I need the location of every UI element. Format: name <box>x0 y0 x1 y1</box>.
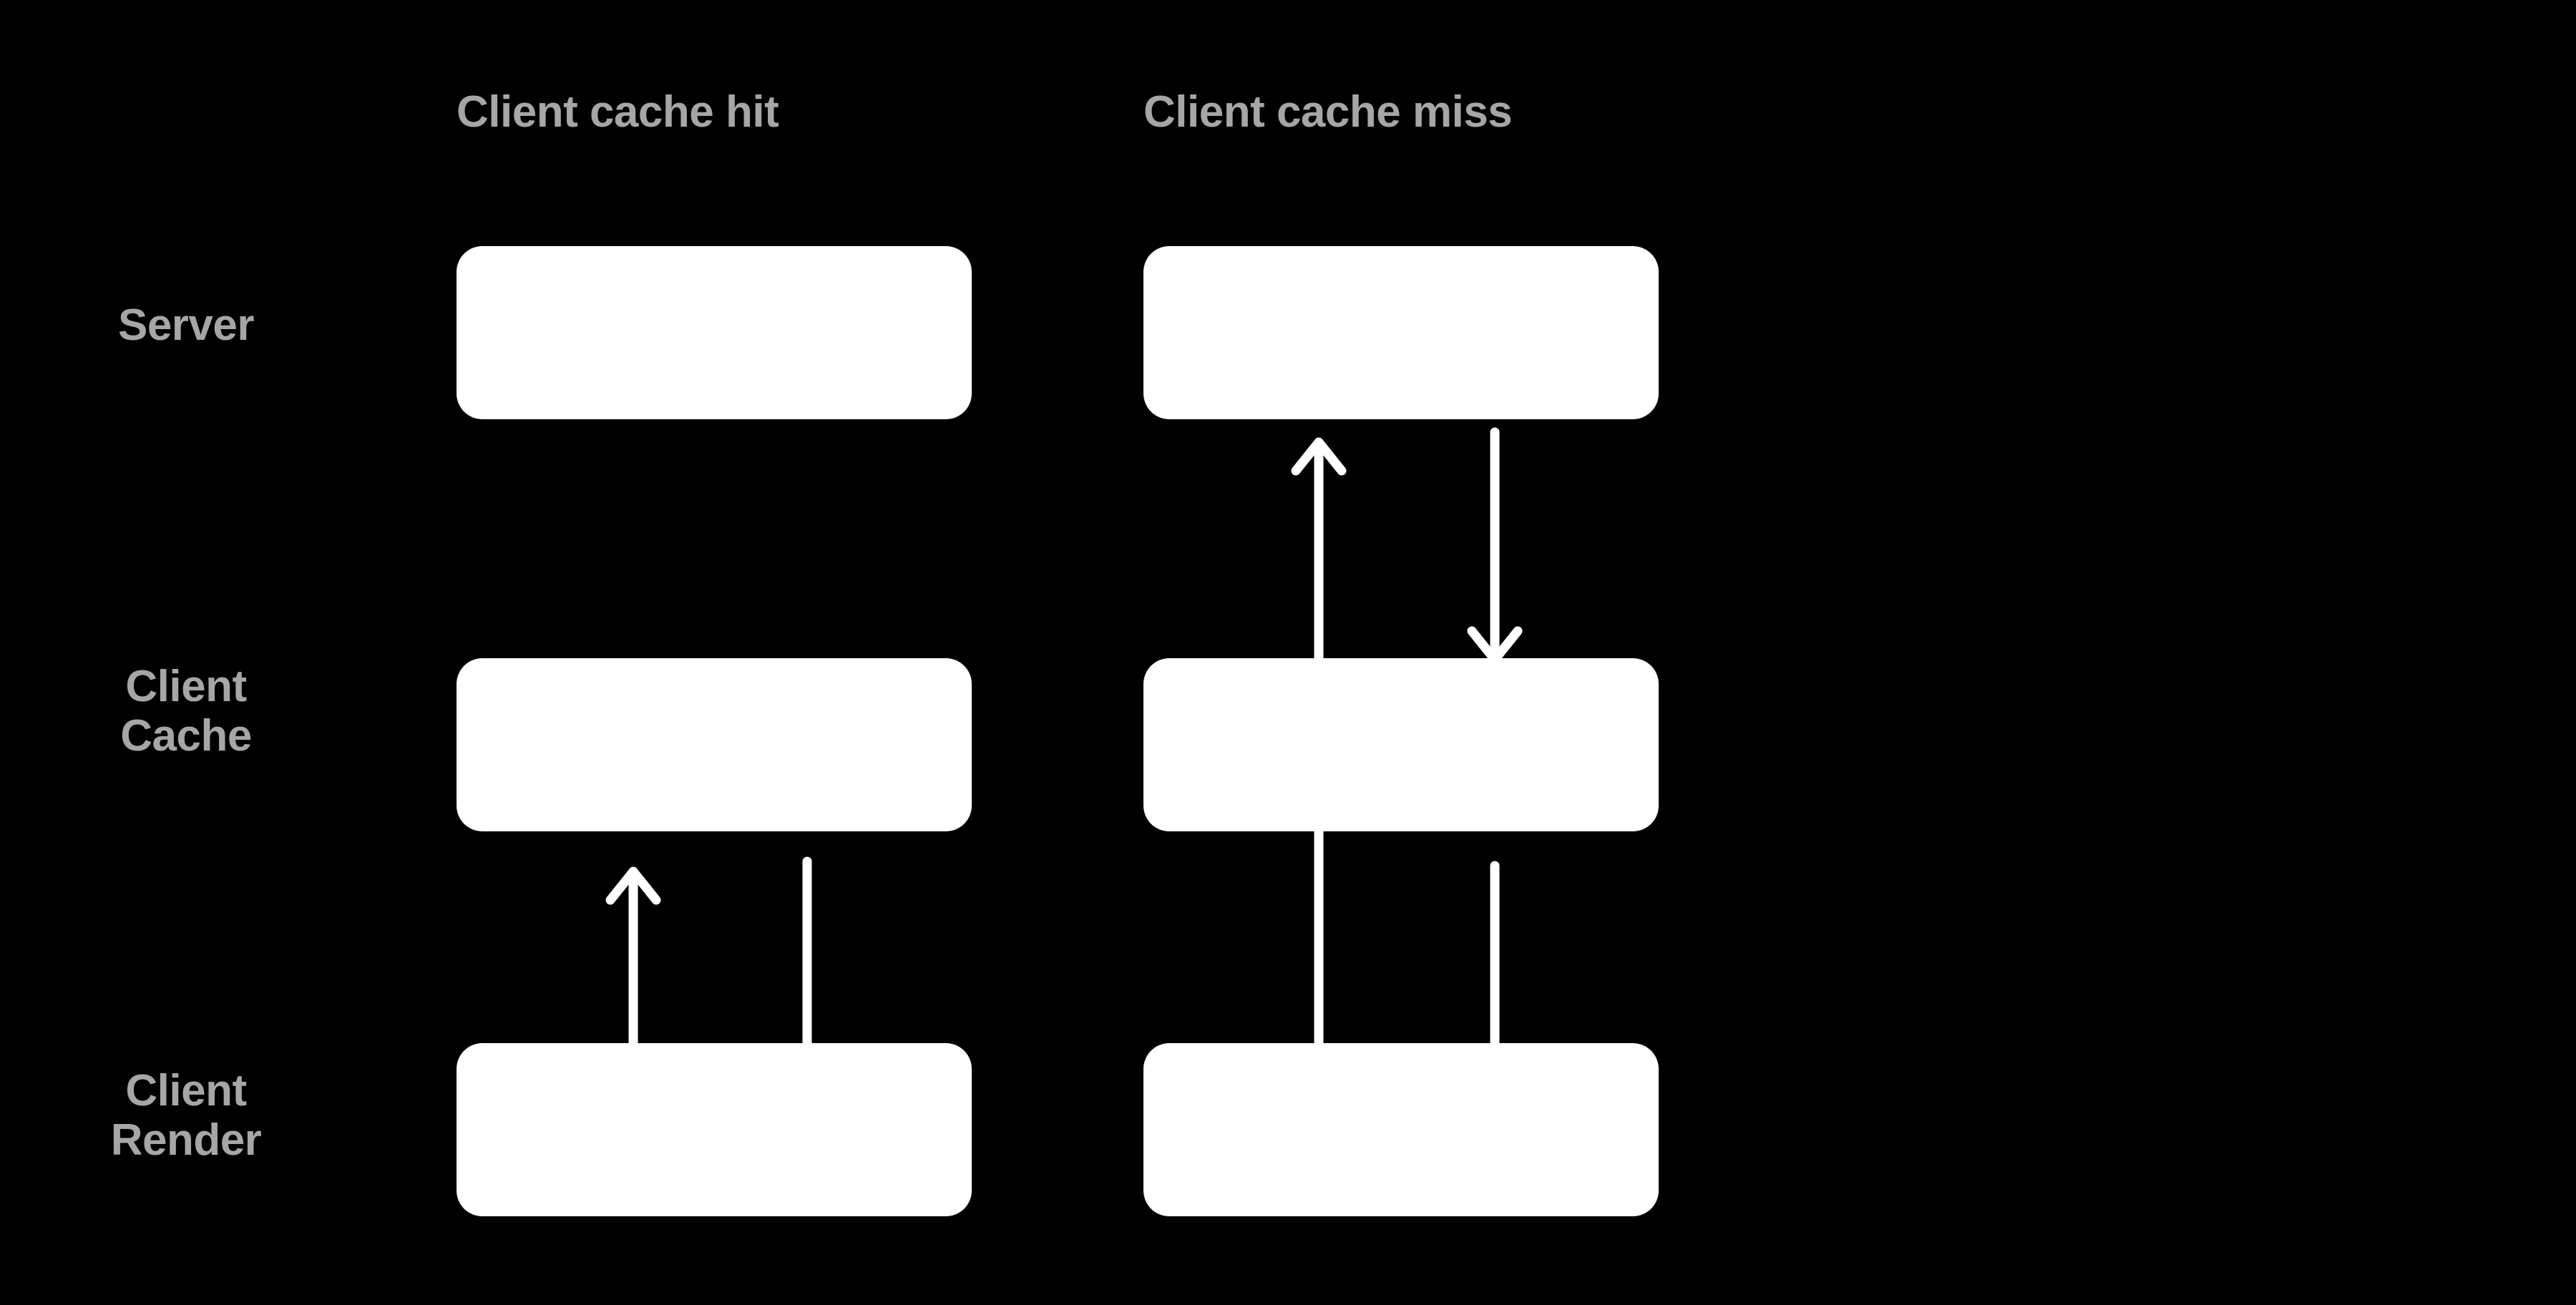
node-miss-client-cache[interactable] <box>1143 658 1659 831</box>
node-miss-client-render[interactable] <box>1143 1043 1659 1216</box>
row-label-server: Server <box>117 300 255 350</box>
row-label-client-cache: Client Cache <box>14 662 358 761</box>
column-header-client-cache-hit: Client cache hit <box>457 87 779 137</box>
row-label-client-render: Client Render <box>14 1066 358 1165</box>
row-label-client-render-line1: Client <box>125 1066 247 1115</box>
node-miss-server[interactable] <box>1143 246 1659 419</box>
row-label-client-cache-line1: Client <box>125 662 247 711</box>
node-hit-client-cache[interactable] <box>457 658 972 831</box>
node-hit-server[interactable] <box>457 246 972 419</box>
connector-miss-server-to-cache <box>1466 427 1523 673</box>
node-hit-client-render[interactable] <box>457 1043 972 1216</box>
column-header-client-cache-miss: Client cache miss <box>1143 87 1513 137</box>
row-label-client-render-line2: Render <box>110 1115 262 1165</box>
arrow-down-icon <box>1467 427 1523 665</box>
row-label-client-cache-line2: Cache <box>120 711 252 761</box>
